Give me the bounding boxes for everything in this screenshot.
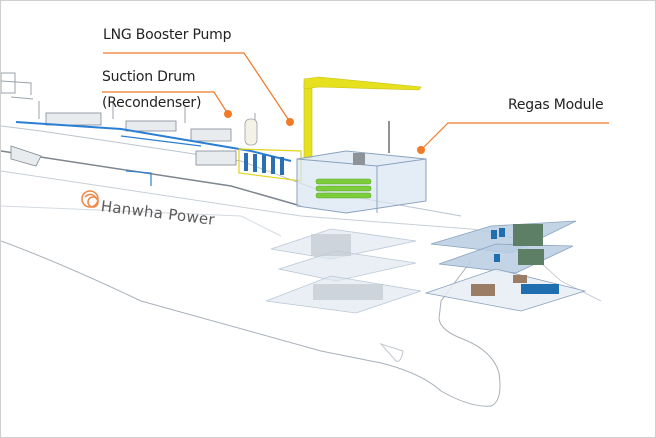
dot-regas-module [417,146,425,154]
hanwha-logo-icon [81,190,99,208]
suction-drum-vessel [244,118,258,146]
dot-suction-drum [224,110,232,118]
leader-dots [224,110,425,154]
label-recondenser: (Recondenser) [102,95,202,111]
regas-module-structure [296,121,427,214]
deck-planes-highlight [424,220,587,312]
aft-superstructure [1,72,256,129]
dot-lng-booster-pump [286,118,294,126]
leader-line-regas-module [420,122,609,151]
engine-room-equipment [311,224,559,300]
label-regas-module: Regas Module [508,97,604,113]
topside-equipment [10,112,237,167]
label-suction-drum: Suction Drum [102,69,196,85]
leader-line-lng-booster-pump [103,52,291,123]
crane [303,76,422,159]
leader-line-suction-drum [102,91,229,115]
leader-lines [102,52,609,151]
booster-pump-rack [238,148,302,182]
label-lng-booster-pump: LNG Booster Pump [103,27,232,43]
